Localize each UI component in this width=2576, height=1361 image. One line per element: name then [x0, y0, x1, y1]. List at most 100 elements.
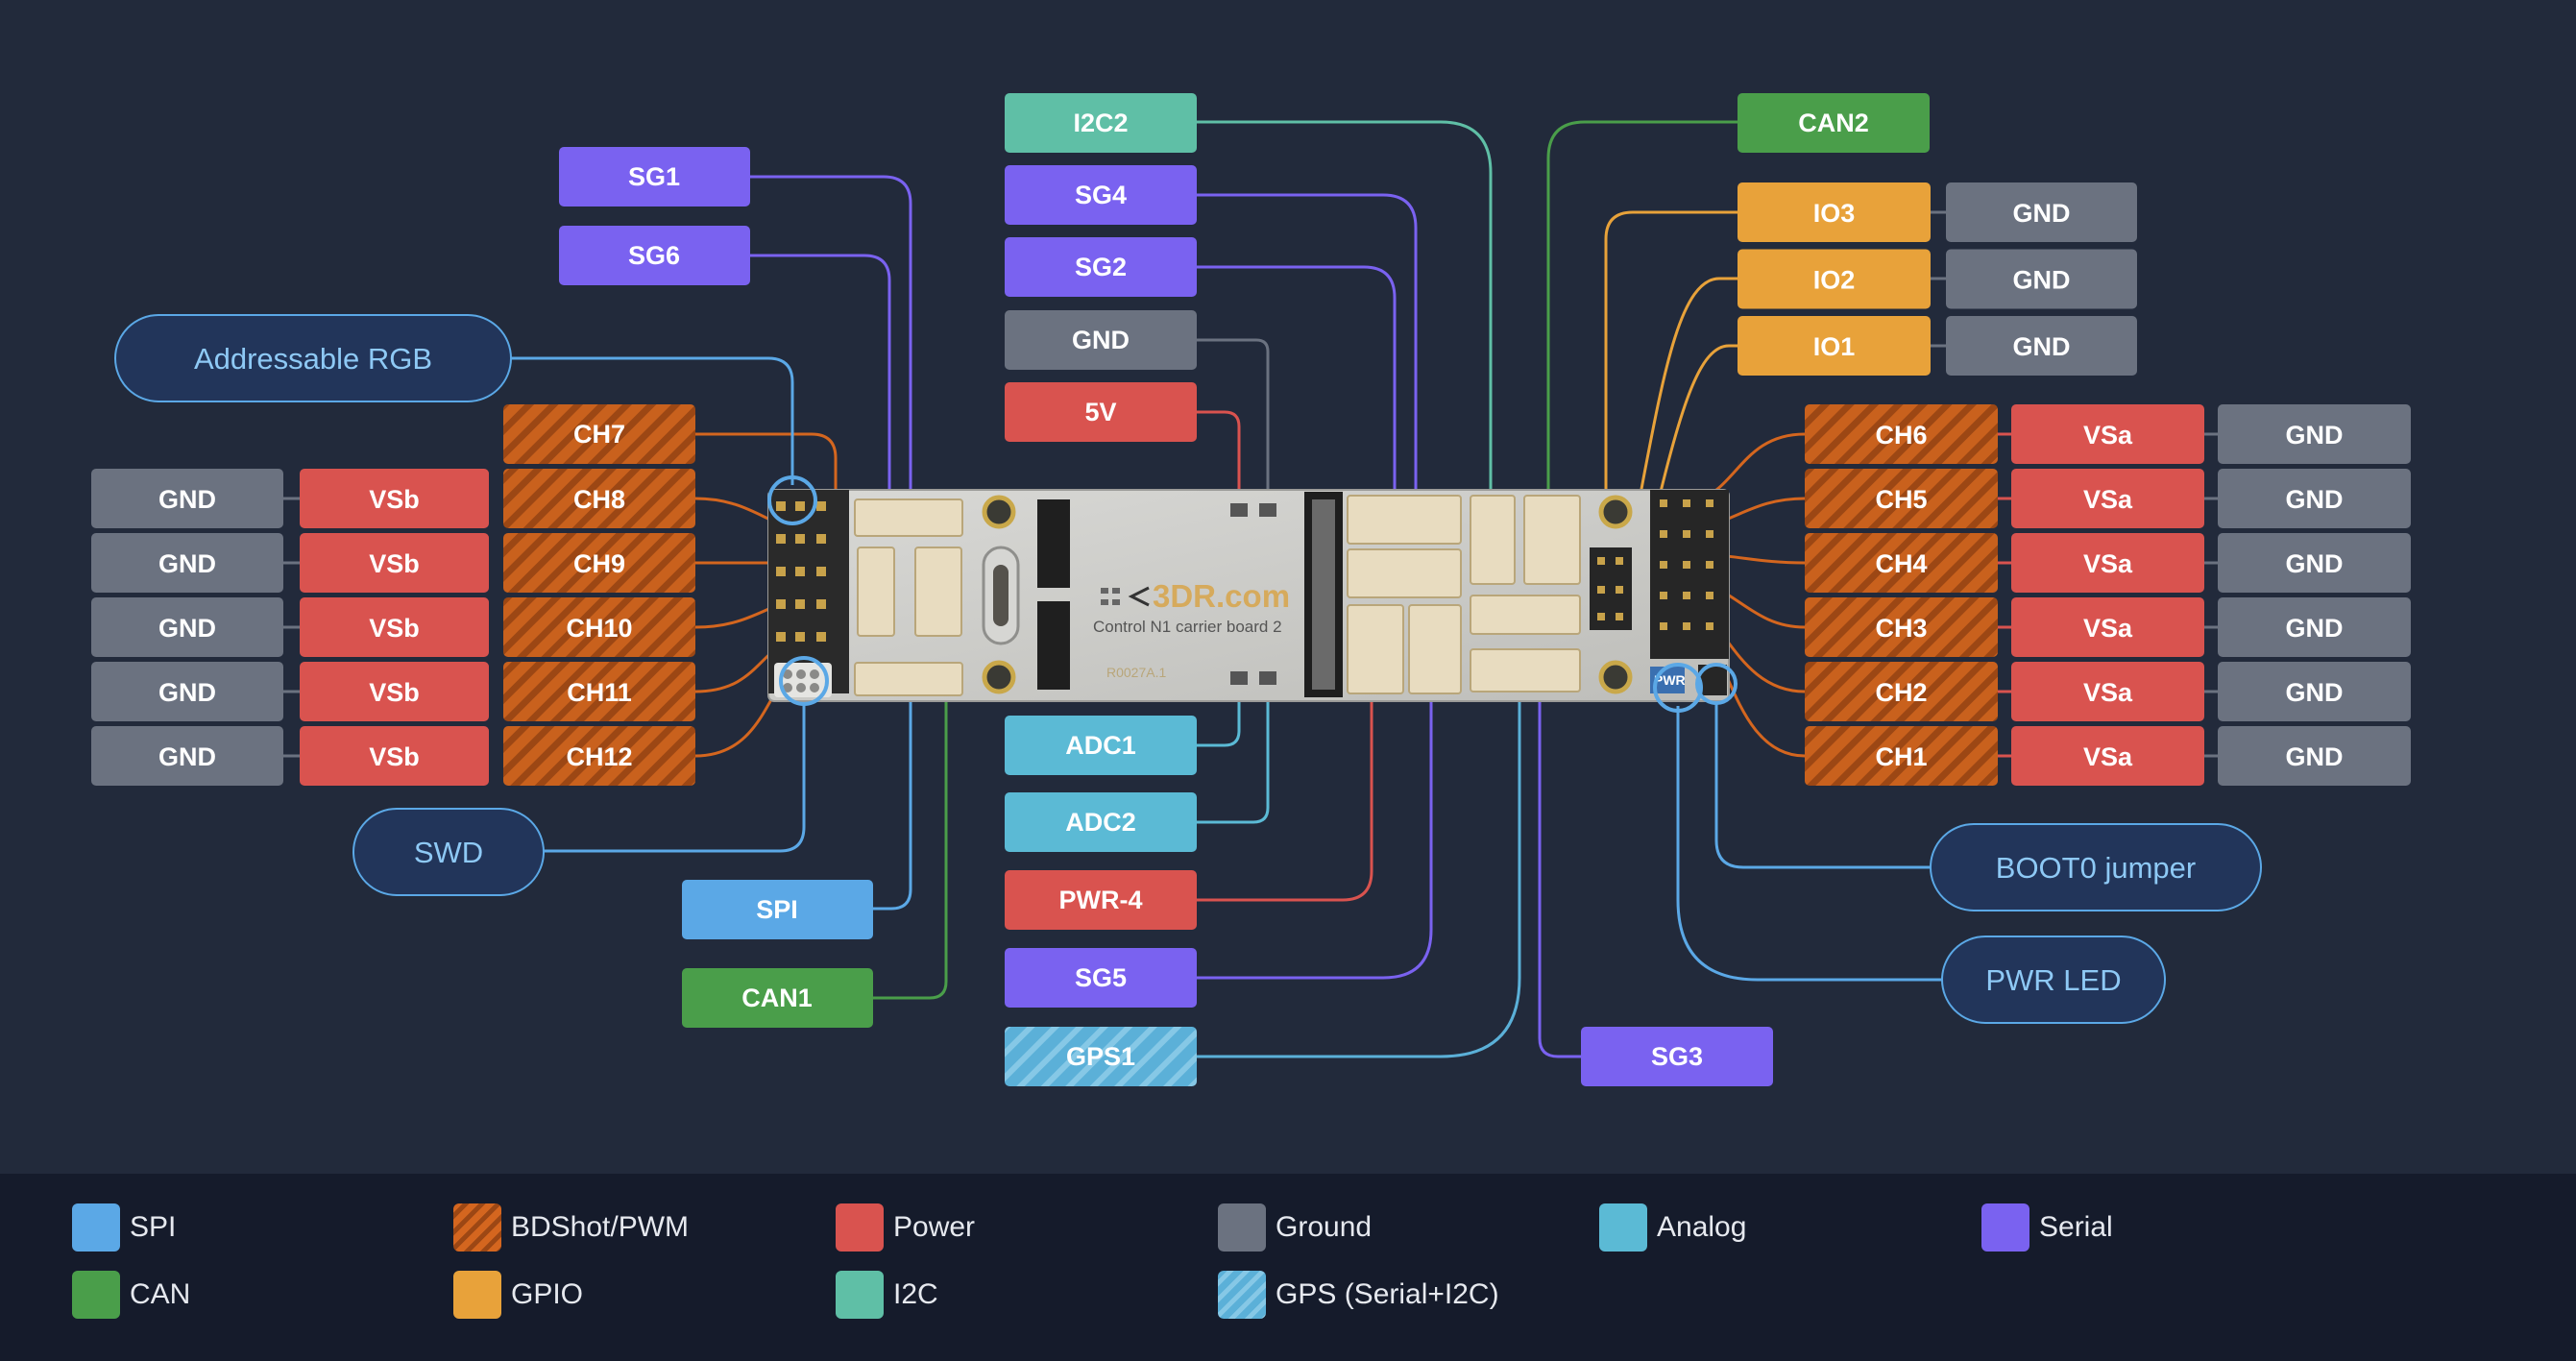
label-left-ch: CH10 — [503, 597, 695, 657]
test-pads — [1230, 503, 1276, 685]
label-left-ch: CH8 — [503, 469, 695, 528]
label-right-ch: CH1 — [1805, 726, 1998, 786]
svg-text:CH3: CH3 — [1875, 614, 1927, 643]
svg-text:5V: 5V — [1084, 398, 1116, 426]
svg-text:PWR LED: PWR LED — [1985, 963, 2121, 997]
label-right-ch: CH4 — [1805, 533, 1998, 593]
label-pwr-4: PWR-4 — [1005, 870, 1197, 930]
svg-text:SWD: SWD — [414, 836, 483, 869]
svg-text:CAN1: CAN1 — [741, 984, 813, 1012]
label-right-vs: VSa — [2011, 404, 2204, 464]
svg-text:IO1: IO1 — [1813, 332, 1856, 361]
label-right-ch: CH3 — [1805, 597, 1998, 657]
svg-text:GND: GND — [1072, 326, 1130, 354]
legend-item: Serial — [1981, 1203, 2113, 1252]
svg-text:SG4: SG4 — [1075, 181, 1127, 209]
wires — [283, 120, 2218, 1058]
svg-text:GND: GND — [2013, 199, 2071, 228]
svg-text:CH4: CH4 — [1875, 549, 1927, 578]
label-left-gnd: GND — [91, 662, 283, 721]
label-left-gnd: GND — [91, 469, 283, 528]
svg-text:CH12: CH12 — [566, 742, 632, 771]
label-right-gnd: GND — [2218, 662, 2411, 721]
legend-item: BDShot/PWM — [453, 1203, 689, 1252]
svg-text:GND: GND — [2286, 549, 2344, 578]
label-gnd-top: GND — [1005, 310, 1197, 370]
legend-item: Power — [836, 1203, 975, 1252]
svg-text:GND: GND — [2286, 485, 2344, 514]
label-right-vs: VSa — [2011, 662, 2204, 721]
left-pin-header — [768, 490, 849, 697]
svg-text:GND: GND — [2013, 332, 2071, 361]
label-i2c2: I2C2 — [1005, 93, 1197, 153]
svg-text:CH11: CH11 — [567, 678, 632, 707]
legend-label: BDShot/PWM — [511, 1211, 690, 1243]
label-io: IO2 — [1738, 249, 1931, 309]
svg-text:Addressable RGB: Addressable RGB — [194, 342, 432, 376]
label-adc1: ADC1 — [1005, 716, 1197, 775]
svg-text:GPS1: GPS1 — [1066, 1042, 1135, 1071]
label-left-ch: CH12 — [503, 726, 695, 786]
legend-swatch — [453, 1203, 501, 1252]
svg-text:SPI: SPI — [756, 895, 798, 924]
svg-text:GND: GND — [2286, 421, 2344, 450]
label-left-vs: VSb — [300, 469, 489, 528]
label-left-vs: VSb — [300, 597, 489, 657]
svg-text:ADC1: ADC1 — [1065, 731, 1136, 760]
label-gps1: GPS1 — [1005, 1027, 1197, 1086]
label-sg6: SG6 — [559, 226, 750, 285]
label-left-vs: VSb — [300, 726, 489, 786]
svg-text:SG6: SG6 — [628, 241, 680, 270]
svg-text:CH10: CH10 — [566, 614, 632, 643]
board-pwr-mark: PWR — [1654, 672, 1686, 688]
label-io: IO1 — [1738, 316, 1931, 376]
legend-swatch — [836, 1271, 884, 1319]
label-right-vs: VSa — [2011, 726, 2204, 786]
label-right-gnd: GND — [2218, 597, 2411, 657]
center-labels: I2C2 SG4 SG2 GND 5V ADC1 ADC2 PWR-4 — [1005, 93, 1773, 1086]
legend-swatch — [453, 1271, 501, 1319]
legend-item: I2C — [836, 1271, 938, 1319]
board-title: Control N1 carrier board 2 — [1093, 618, 1282, 636]
board-logo: 3DR.com Control N1 carrier board 2 R0027… — [1093, 578, 1290, 680]
legend-swatch — [1218, 1271, 1266, 1319]
label-left-ch: CH11 — [503, 662, 695, 721]
callout-pwr-led: PWR LED — [1941, 936, 2166, 1024]
callout-addressable-rgb: Addressable RGB — [114, 314, 512, 402]
label-right-gnd: GND — [2218, 533, 2411, 593]
legend-label: SPI — [130, 1211, 177, 1243]
svg-text:SG3: SG3 — [1651, 1042, 1703, 1071]
label-can1: CAN1 — [682, 968, 873, 1028]
svg-text:SG2: SG2 — [1075, 253, 1127, 281]
legend-label: CAN — [130, 1278, 191, 1310]
svg-text:I2C2: I2C2 — [1073, 109, 1128, 137]
label-sg2: SG2 — [1005, 237, 1197, 297]
svg-text:VSa: VSa — [2083, 549, 2133, 578]
label-right-vs: VSa — [2011, 597, 2204, 657]
svg-text:BOOT0 jumper: BOOT0 jumper — [1996, 851, 2196, 885]
label-io-gnd: GND — [1946, 182, 2137, 242]
left-jst-connectors — [854, 498, 963, 696]
carrier-board: 3DR.com Control N1 carrier board 2 R0027… — [767, 475, 1738, 713]
label-right-ch: CH2 — [1805, 662, 1998, 721]
legend-label: I2C — [893, 1278, 938, 1310]
label-adc2: ADC2 — [1005, 792, 1197, 852]
right-jst-connectors — [1347, 495, 1581, 694]
board-part-number: R0027A.1 — [1106, 665, 1166, 680]
legend-item: Ground — [1218, 1203, 1372, 1252]
legend-label: GPIO — [511, 1278, 584, 1310]
svg-text:GND: GND — [158, 678, 216, 707]
svg-text:VSb: VSb — [369, 742, 420, 771]
board-brand: 3DR.com — [1153, 578, 1290, 614]
label-left-vs: VSb — [300, 662, 489, 721]
svg-text:CH1: CH1 — [1875, 742, 1927, 771]
svg-text:VSa: VSa — [2083, 678, 2133, 707]
legend-item: GPS (Serial+I2C) — [1218, 1271, 1499, 1319]
svg-text:CH8: CH8 — [573, 485, 625, 514]
label-sg5: SG5 — [1005, 948, 1197, 1008]
label-can2: CAN2 — [1738, 93, 1930, 153]
svg-text:CH5: CH5 — [1875, 485, 1927, 514]
callout-boot0-jumper: BOOT0 jumper — [1930, 823, 2262, 911]
svg-text:GND: GND — [2286, 742, 2344, 771]
